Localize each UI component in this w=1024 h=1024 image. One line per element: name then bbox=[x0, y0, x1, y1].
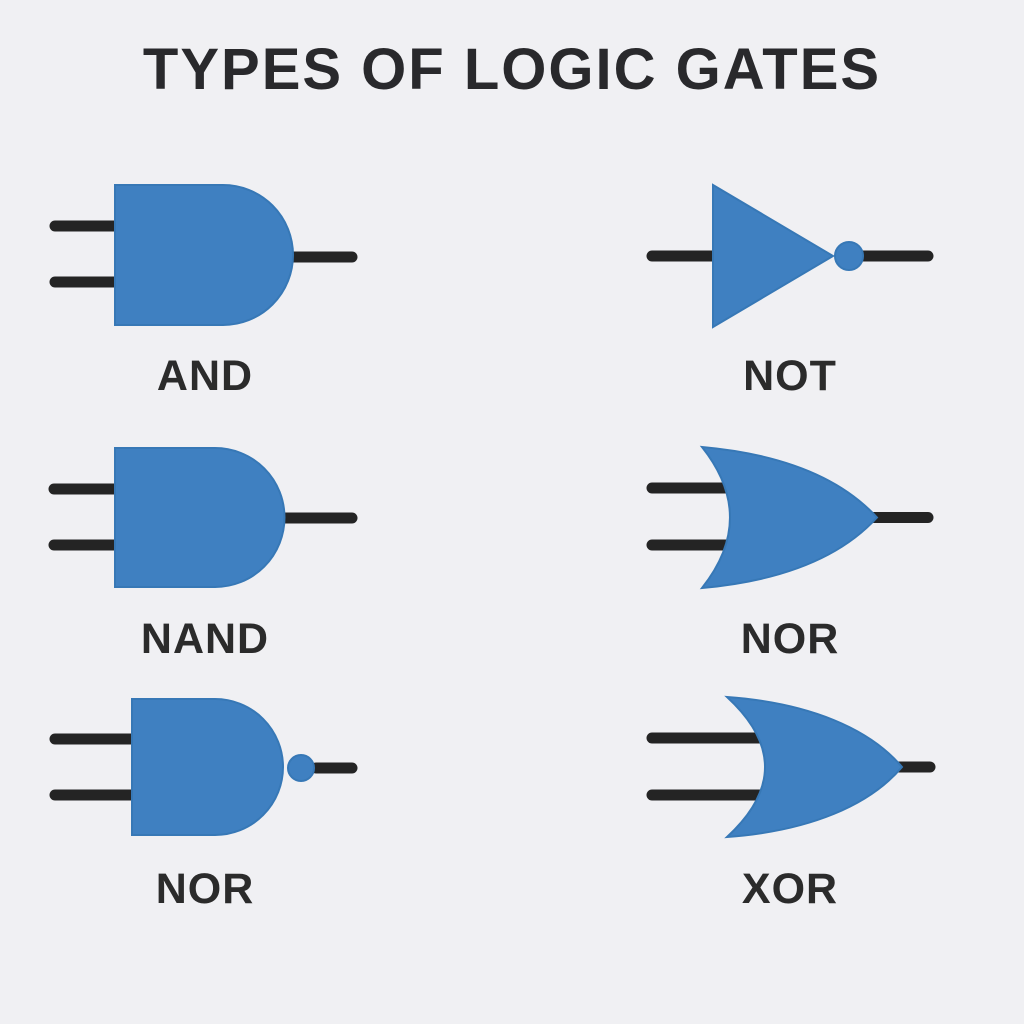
gate-label: NAND bbox=[140, 615, 270, 663]
and-gate-body bbox=[131, 698, 284, 836]
gate-label: NOT bbox=[743, 352, 837, 400]
gate-label: AND bbox=[156, 352, 254, 400]
gate-card-nand: NAND bbox=[40, 443, 370, 664]
gate-card-and: AND bbox=[40, 180, 370, 401]
and-gate-body bbox=[114, 447, 286, 588]
gate-label: NOR bbox=[740, 615, 840, 663]
not-gate-body bbox=[712, 183, 835, 329]
inversion-bubble bbox=[834, 241, 864, 271]
gate-card-xor: XOR bbox=[640, 693, 940, 914]
xor-gate-icon bbox=[646, 695, 936, 839]
or-gate-body bbox=[699, 445, 879, 590]
and-gate-icon bbox=[49, 184, 358, 326]
or-gate-body bbox=[724, 695, 904, 839]
gate-card-nor: NOR bbox=[640, 443, 940, 664]
gate-card-nor-2: NOR bbox=[40, 693, 370, 914]
gate-card-not: NOT bbox=[640, 180, 940, 401]
not-gate-icon bbox=[646, 183, 934, 329]
nor-gate-icon bbox=[646, 445, 934, 590]
inversion-bubble bbox=[287, 754, 315, 782]
nor-gate-bubble-icon bbox=[49, 698, 358, 836]
page-title: TYPES OF LOGIC GATES bbox=[142, 37, 882, 102]
and-gate-body bbox=[114, 184, 294, 326]
nand-gate-icon bbox=[48, 447, 358, 588]
gate-label: NOR bbox=[155, 865, 255, 913]
gate-label: XOR bbox=[741, 865, 839, 913]
